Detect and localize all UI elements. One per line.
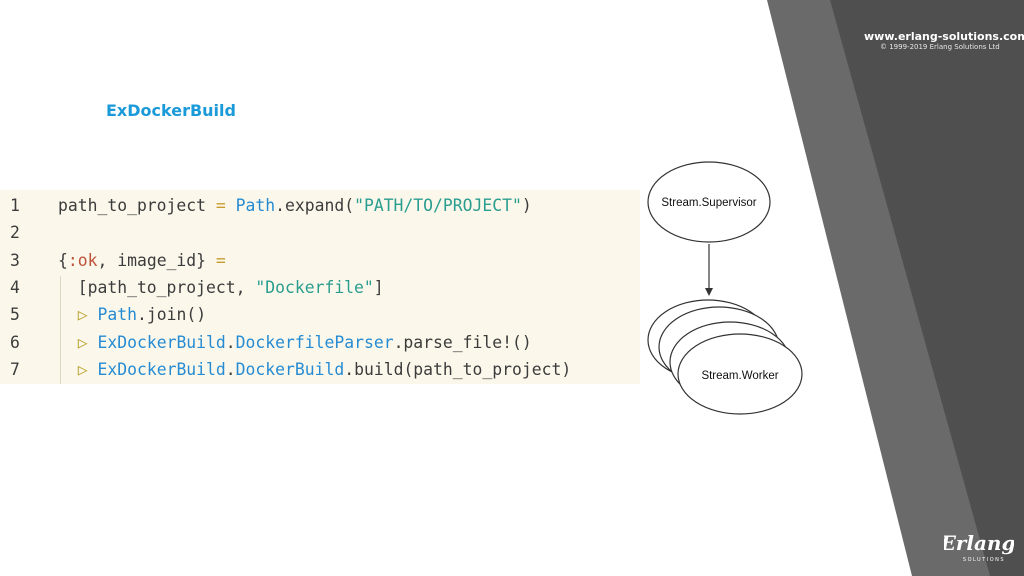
code-token: Path	[235, 196, 276, 215]
code-token: .	[225, 332, 236, 352]
supervision-arrow-head	[705, 288, 713, 296]
code-token: DockerfileParser	[235, 332, 394, 352]
code-token	[58, 305, 78, 324]
code-token: .	[225, 359, 236, 379]
supervisor-node	[647, 161, 771, 243]
slide-title: ExDockerBuild	[106, 101, 236, 120]
pipe-operator-icon: ▷	[77, 359, 88, 379]
worker-label: Stream.Worker	[701, 370, 778, 382]
code-block	[0, 190, 640, 384]
code-token: =	[215, 250, 226, 270]
code-token: {	[58, 250, 68, 270]
line-number: 2	[10, 223, 20, 243]
indent-guide	[60, 276, 61, 384]
erlang-solutions-logo: Erlang SOLUTIONS	[944, 531, 1014, 563]
copyright-notice: © 1999-2019 Erlang Solutions Ltd	[880, 43, 1000, 51]
code-text: path_to_project = Path.expand("PATH/TO/P…	[58, 190, 532, 222]
supervision-diagram: Stream.Supervisor Stream.Worker	[647, 161, 803, 415]
code-text: {:ok, image_id} =	[58, 245, 226, 277]
code-token	[88, 360, 98, 379]
code-token	[226, 196, 236, 215]
line-number: 6	[10, 332, 20, 352]
line-number: 5	[10, 305, 20, 325]
logo-wordmark: Erlang	[944, 531, 1014, 555]
code-text: ▷ ExDockerBuild.DockerBuild.build(path_t…	[58, 354, 571, 386]
code-token: path_to_project	[58, 196, 216, 215]
code-token: .build(path_to_project)	[344, 359, 572, 379]
code-token: "Dockerfile"	[255, 277, 374, 297]
code-token: :ok	[67, 250, 98, 270]
code-token: ExDockerBuild	[97, 359, 226, 379]
line-number: 3	[10, 250, 20, 270]
code-token: DockerBuild	[235, 359, 345, 379]
site-url[interactable]: www.erlang-solutions.com	[864, 30, 1024, 43]
code-token: , image_id}	[97, 250, 216, 270]
code-text: ▷ ExDockerBuild.DockerfileParser.parse_f…	[58, 327, 532, 359]
code-token: .parse_file!()	[393, 332, 532, 352]
code-text: ▷ Path.join()	[58, 299, 206, 331]
line-number: 7	[10, 359, 20, 379]
code-token: )	[521, 196, 532, 215]
code-token: ]	[373, 277, 384, 297]
worker-node	[677, 333, 803, 415]
pipe-operator-icon: ▷	[77, 332, 88, 352]
supervisor-label: Stream.Supervisor	[661, 197, 756, 209]
code-token: .join()	[136, 305, 207, 325]
code-text: [path_to_project, "Dockerfile"]	[58, 272, 384, 304]
code-token	[88, 333, 98, 352]
code-token: "PATH/TO/PROJECT"	[354, 196, 522, 215]
code-token: .expand(	[275, 196, 355, 215]
line-number: 4	[10, 277, 20, 297]
pipe-operator-icon: ▷	[77, 305, 88, 325]
code-token: Path	[97, 305, 137, 325]
code-token	[88, 305, 98, 324]
line-number: 1	[10, 196, 20, 215]
code-token	[58, 360, 78, 379]
code-token: =	[215, 196, 226, 215]
logo-tagline: SOLUTIONS	[963, 557, 1005, 563]
code-token: [path_to_project,	[58, 277, 256, 297]
code-token	[58, 333, 78, 352]
code-token: ExDockerBuild	[97, 332, 226, 352]
